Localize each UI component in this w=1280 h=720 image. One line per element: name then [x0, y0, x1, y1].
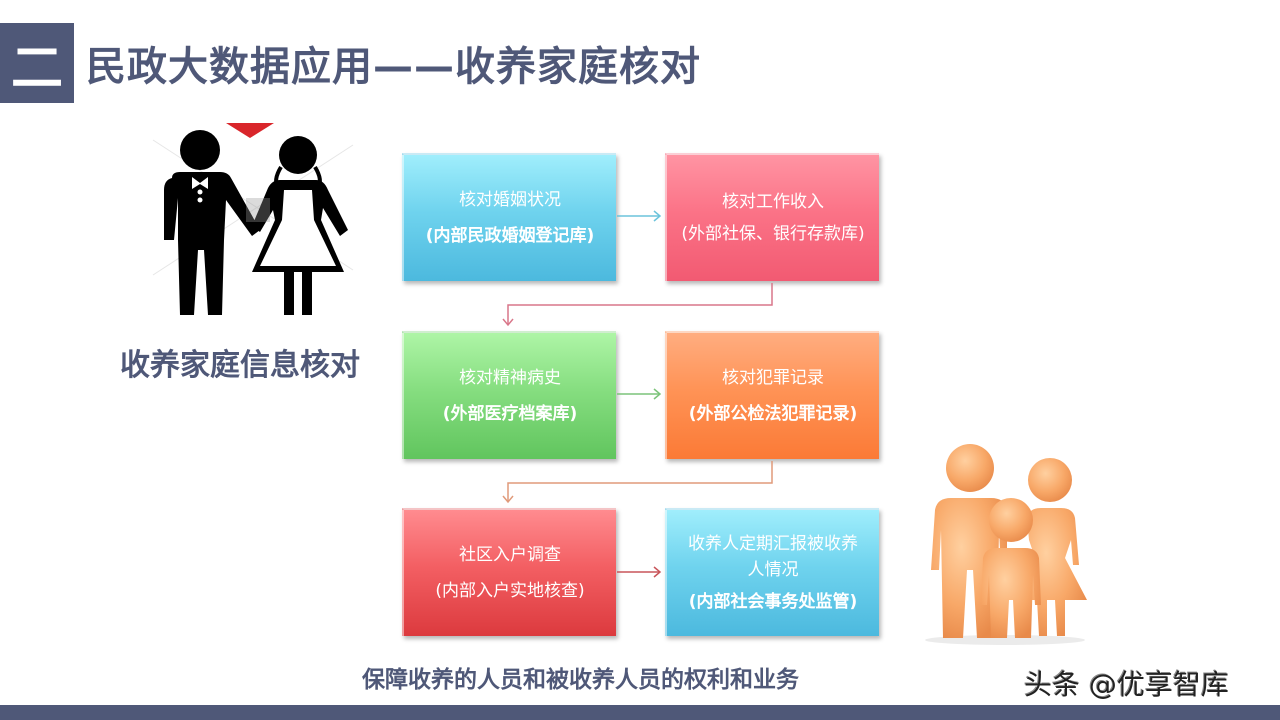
flow-box-mental-history: 核对精神病史 (外部医疗档案库): [402, 331, 616, 459]
box-title: 收养人定期汇报被收养人情况: [688, 534, 858, 580]
flow-box-community-visit: 社区入户调查 (内部入户实地核查): [402, 508, 616, 636]
box-source: (内部入户实地核查): [435, 581, 585, 601]
box-source: (内部民政婚姻登记库): [425, 226, 595, 246]
box-title: 社区入户调查: [459, 545, 561, 565]
flow-box-periodic-report: 收养人定期汇报被收养人情况 (内部社会事务处监管): [665, 508, 879, 636]
box-title: 核对工作收入: [722, 192, 824, 212]
left-caption: 收养家庭信息核对: [120, 348, 360, 383]
box-source: (外部医疗档案库): [442, 404, 578, 424]
box-source: (外部社保、银行存款库): [681, 224, 865, 244]
box-source: (外部公检法犯罪记录): [688, 404, 858, 424]
flow-box-work-income: 核对工作收入 (外部社保、银行存款库): [665, 153, 879, 281]
flow-box-marriage-status: 核对婚姻状况 (内部民政婚姻登记库): [402, 153, 616, 281]
box-title: 核对婚姻状况: [459, 190, 561, 210]
box-source: (内部社会事务处监管): [688, 592, 858, 612]
footer-bar: [0, 705, 1280, 720]
page-title: 民政大数据应用——收养家庭核对: [86, 44, 701, 90]
section-number: 二: [10, 38, 63, 99]
box-title: 核对犯罪记录: [722, 368, 824, 388]
bottom-caption: 保障收养的人员和被收养人员的权利和业务: [362, 667, 799, 693]
section-number-badge: 二: [0, 23, 74, 103]
wedding-couple-icon: [148, 120, 358, 325]
family-figures-icon: [915, 440, 1095, 645]
flow-box-criminal-record: 核对犯罪记录 (外部公检法犯罪记录): [665, 331, 879, 459]
box-title: 核对精神病史: [459, 368, 561, 388]
watermark: 头条 @优享智库: [1024, 668, 1229, 701]
